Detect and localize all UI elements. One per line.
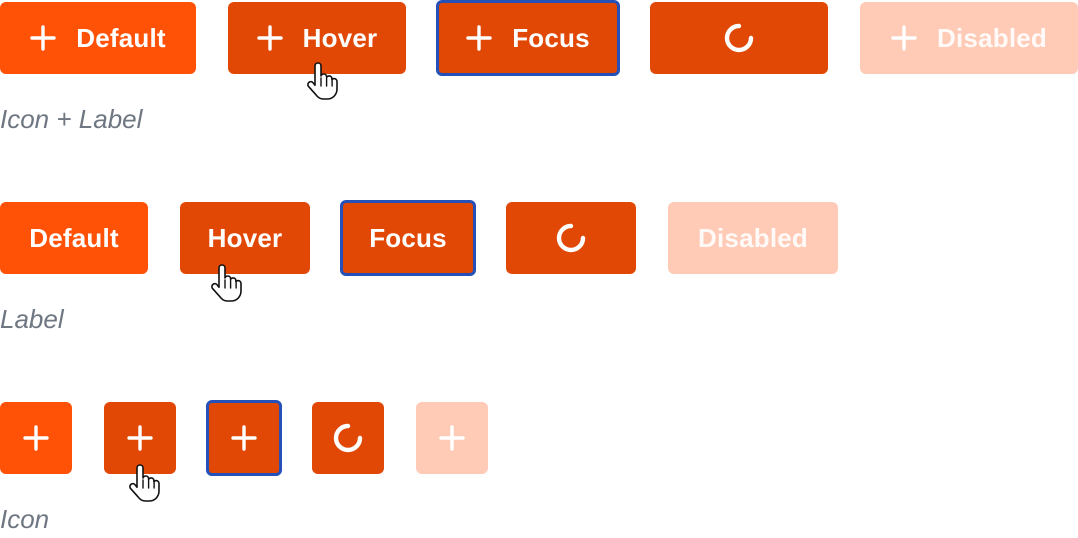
plus-icon — [439, 425, 465, 451]
button-label: Focus — [369, 222, 447, 253]
icon-label-button-hover[interactable]: Hover — [228, 2, 406, 74]
icon-label-button-disabled: Disabled — [860, 2, 1078, 74]
button-label: Default — [76, 22, 166, 53]
icon-button-default[interactable] — [0, 402, 72, 474]
plus-icon — [23, 425, 49, 451]
section-caption-label: Label — [0, 304, 64, 334]
label-button-loading[interactable] — [506, 202, 636, 274]
plus-icon — [127, 425, 153, 451]
spinner-icon — [556, 223, 586, 253]
spinner-icon — [724, 23, 754, 53]
icon-label-button-loading[interactable] — [650, 2, 828, 74]
plus-icon — [231, 425, 257, 451]
icon-button-disabled — [416, 402, 488, 474]
button-label: Default — [29, 222, 119, 253]
button-label: Focus — [512, 22, 590, 53]
icon-button-hover[interactable] — [104, 402, 176, 474]
plus-icon — [256, 25, 283, 51]
label-button-hover[interactable]: Hover — [180, 202, 310, 274]
button-label: Disabled — [698, 222, 808, 253]
plus-icon — [466, 25, 492, 51]
section-caption-icon-label: Icon + Label — [0, 104, 143, 134]
label-button-focus[interactable]: Focus — [340, 200, 476, 276]
label-button-disabled: Disabled — [668, 202, 838, 274]
button-label: Hover — [302, 22, 378, 53]
plus-icon — [891, 25, 917, 51]
icon-label-button-default[interactable]: Default — [0, 2, 196, 74]
plus-icon — [30, 25, 56, 51]
label-button-default[interactable]: Default — [0, 202, 148, 274]
icon-button-loading[interactable] — [312, 402, 384, 474]
spinner-icon — [333, 423, 363, 453]
icon-label-button-focus[interactable]: Focus — [436, 0, 620, 76]
button-label: Disabled — [937, 22, 1047, 53]
section-caption-icon: Icon — [0, 504, 50, 534]
icon-button-focus[interactable] — [206, 400, 282, 476]
button-label: Hover — [207, 222, 283, 253]
